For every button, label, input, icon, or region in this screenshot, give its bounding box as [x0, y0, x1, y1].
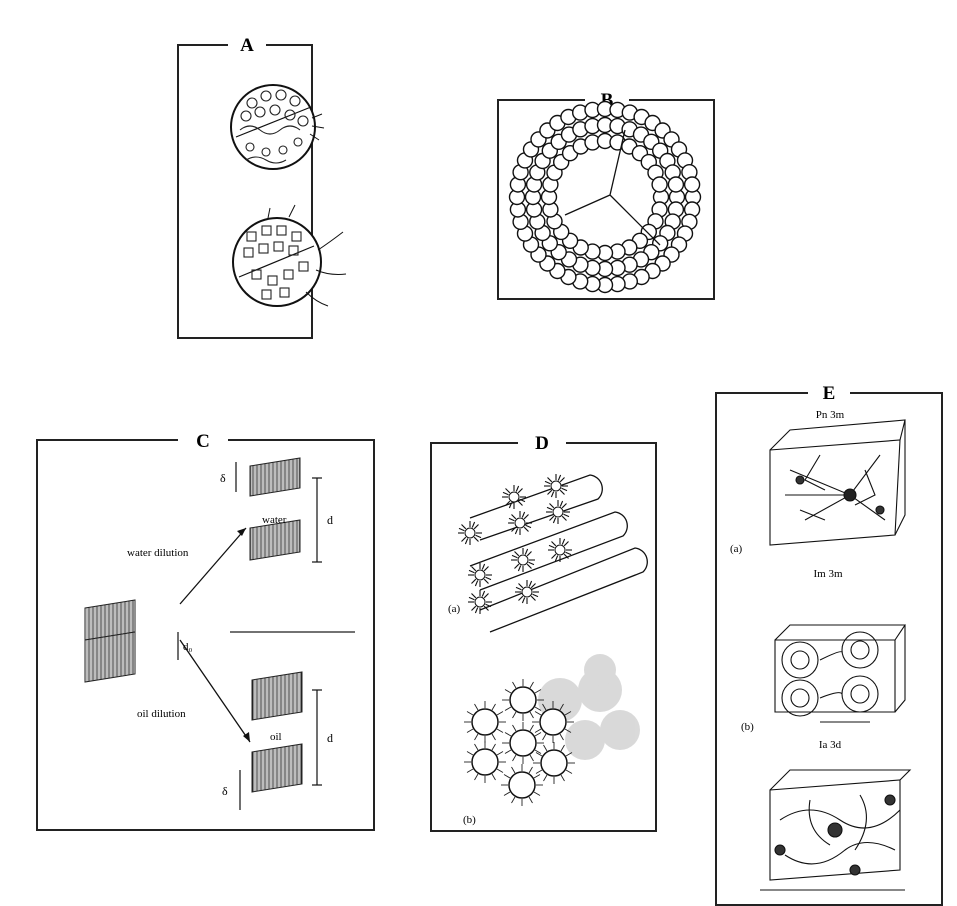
panel-e-caption-mid: Im 3m [813, 568, 842, 580]
lamellar-stack-top-2 [250, 520, 300, 560]
reverse-micelle [464, 701, 506, 743]
panel-d-frame [431, 443, 656, 831]
lamellar-stack-top-1 [250, 458, 300, 496]
label-oil: oil [270, 731, 282, 743]
arrow-oil-dilution [180, 640, 250, 742]
panel-a: A [178, 34, 346, 338]
reverse-micelle [501, 764, 543, 806]
label-d-top: d [327, 513, 333, 527]
micelle-cross-section [502, 485, 526, 509]
label-water-dilution: water dilution [127, 547, 189, 559]
panel-a-sphere-top [231, 85, 324, 169]
cubic-im3m [775, 625, 905, 722]
label-d-bottom: d [327, 731, 333, 745]
vesicle-bead [668, 177, 683, 192]
micelle-cross-section [511, 548, 535, 572]
panel-e-caption-top: Pn 3m [816, 409, 845, 421]
lamellar-stack-center [85, 600, 135, 682]
micelle-cross-section [544, 474, 568, 498]
label-water: water [262, 514, 287, 526]
label-oil-dilution: oil dilution [137, 708, 186, 720]
cubic-ia3d [760, 770, 910, 890]
micelle-cross-section [508, 511, 532, 535]
panel-c-label: C [196, 431, 210, 452]
micelle-cross-section [458, 521, 482, 545]
reverse-micelle [502, 679, 544, 721]
cubic-pn3m [770, 420, 905, 545]
lamellar-stack-bottom-2 [252, 744, 302, 792]
label-d0: d₀ [183, 641, 193, 653]
micelle-cross-section [468, 590, 492, 614]
panel-d-label: D [535, 433, 549, 454]
micelle-cross-section [548, 538, 572, 562]
arrow-water-dilution [180, 528, 246, 604]
vesicle-bead [685, 177, 700, 192]
inverse-hexagonal [464, 654, 640, 806]
micelle-cross-section [468, 563, 492, 587]
panel-d-sub-b: (b) [463, 814, 476, 826]
label-delta-bottom: δ [222, 784, 228, 798]
panel-e-label: E [823, 383, 836, 404]
panel-a-sphere-bottom [233, 205, 346, 306]
panel-e-sub-a: (a) [730, 543, 743, 555]
panel-c: C [37, 428, 374, 830]
panel-b: B [498, 89, 714, 299]
micelle-cross-section [546, 500, 570, 524]
reverse-micelle [502, 722, 544, 764]
panel-b-vesicle [510, 102, 701, 293]
lamellar-stack-bottom-1 [252, 672, 302, 720]
panel-d-sub-a: (a) [448, 603, 461, 615]
panel-e: E Pn 3m (a) Im 3m (b) Ia 3d [716, 382, 942, 905]
panel-e-sub-b: (b) [741, 721, 754, 733]
micelle-cross-section [515, 580, 539, 604]
panel-e-caption-bot: Ia 3d [819, 739, 842, 751]
label-delta-top: δ [220, 471, 226, 485]
hexagonal-micelle-ends [458, 474, 572, 614]
panel-d: D (a) (b) [431, 432, 656, 831]
panel-a-label: A [240, 35, 254, 56]
reverse-micelle [464, 741, 506, 783]
vesicle-bead [652, 177, 667, 192]
